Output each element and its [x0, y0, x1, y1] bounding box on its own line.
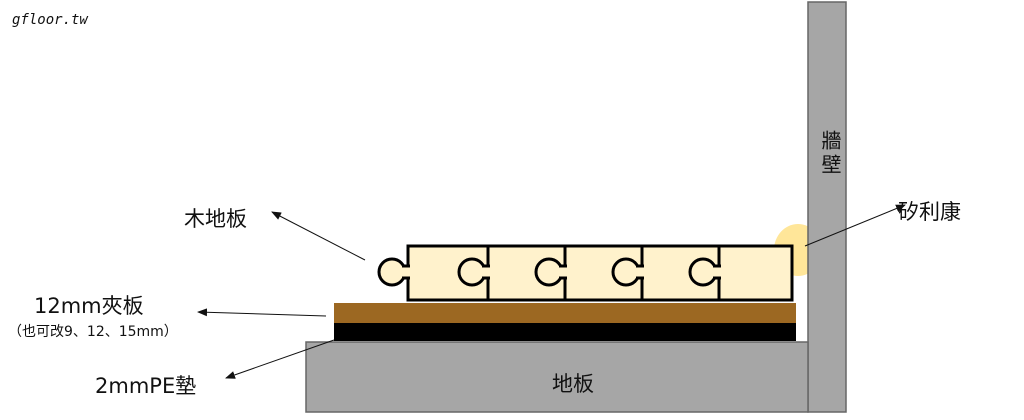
wall-label: 牆壁	[818, 130, 842, 178]
wood-floor-arrow	[271, 211, 366, 261]
wall	[807, 1, 847, 413]
plywood-label: 12mm夾板	[34, 294, 144, 318]
wood-plank	[717, 244, 794, 302]
watermark: gfloor.tw	[12, 12, 88, 28]
subfloor	[305, 341, 809, 413]
pe-pad-label: 2mmPE墊	[95, 374, 197, 398]
subfloor-label: 地板	[552, 372, 594, 396]
silicone-arrow	[804, 204, 906, 247]
plywood-arrow	[197, 308, 327, 317]
plywood-note: （也可改9、12、15mm）	[8, 324, 178, 340]
wood-planks	[377, 244, 794, 302]
pe-pad-layer	[334, 323, 796, 341]
silicone-label: 矽利康	[898, 200, 961, 224]
plywood-layer	[334, 303, 796, 323]
wood-floor-label: 木地板	[184, 207, 247, 231]
pe-pad-arrow	[225, 339, 335, 379]
